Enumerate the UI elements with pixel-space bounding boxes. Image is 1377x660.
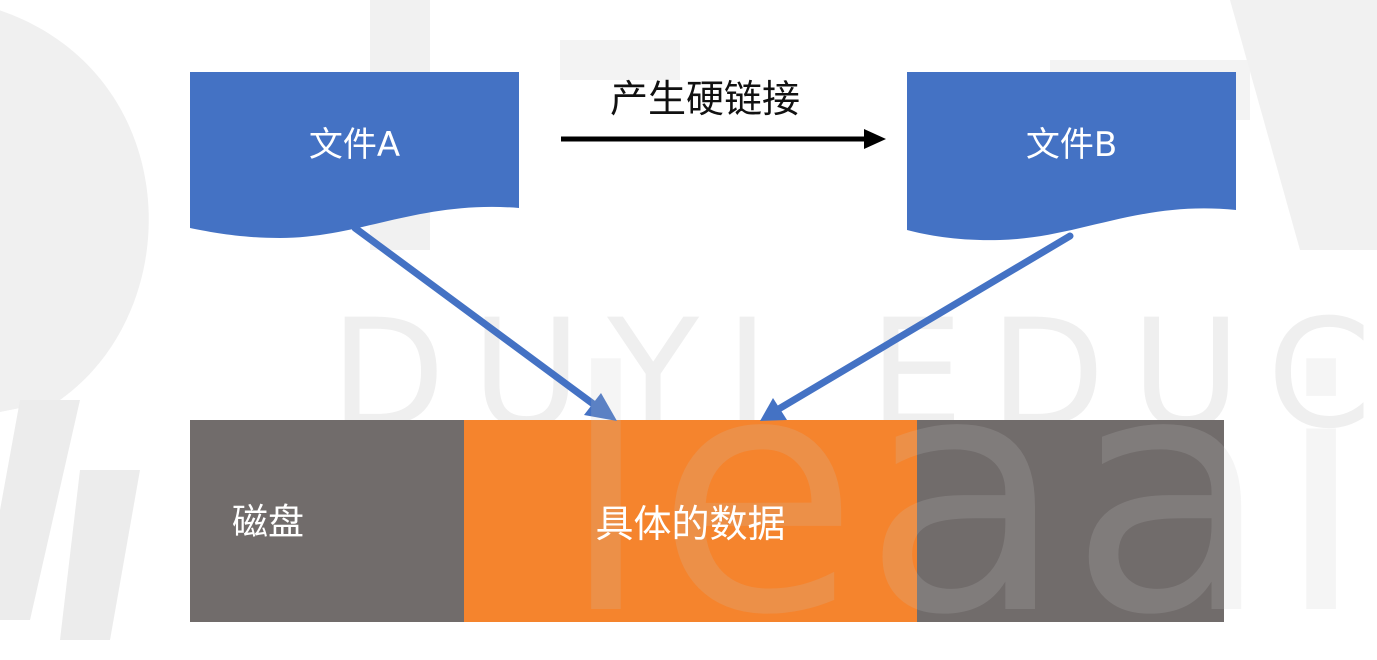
watermark-stroke — [560, 40, 680, 80]
watermark-big: leaaiv. — [560, 303, 1377, 660]
document-b-shape — [907, 72, 1236, 241]
hard-link-arrowhead — [864, 129, 886, 149]
document-a-shape — [190, 72, 519, 238]
document-a-label: 文件A — [308, 125, 401, 165]
hard-link-label: 产生硬链接 — [610, 77, 801, 121]
data-block — [464, 420, 917, 622]
doc-b-to-data-arrow — [773, 232, 1074, 414]
watermark-stroke — [0, 400, 80, 620]
watermark-stroke — [1230, 0, 1377, 250]
watermark-curve — [0, 10, 149, 412]
doc-b-to-data-arrowhead — [760, 398, 787, 421]
doc-a-to-data-arrow — [351, 224, 600, 410]
data-label: 具体的数据 — [595, 502, 786, 546]
watermark-stroke — [60, 470, 140, 640]
disk-label: 磁盘 — [232, 502, 305, 543]
document-b-label: 文件B — [1025, 125, 1118, 165]
doc-a-to-data-arrowhead — [584, 393, 617, 421]
